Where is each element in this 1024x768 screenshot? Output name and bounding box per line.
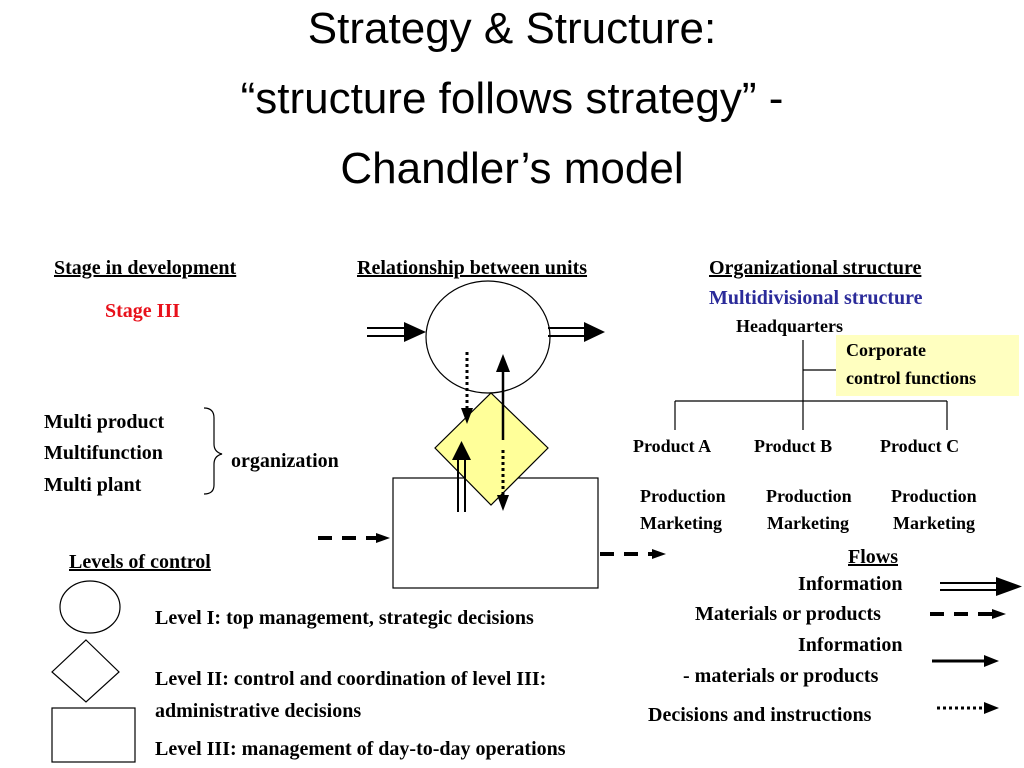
org-type-label: Multidivisional structure	[709, 287, 923, 309]
flow-label-information: Information	[798, 573, 903, 595]
legend-information-arrow	[940, 577, 1022, 596]
decisions-arrow-down	[461, 352, 473, 424]
stage-header: Stage in development	[54, 257, 237, 279]
corporate-label-line-2: control functions	[846, 368, 977, 388]
headquarters-label: Headquarters	[736, 316, 843, 336]
decisions-arrow-down-2	[497, 450, 509, 511]
materials-flow-in	[318, 533, 390, 543]
corporate-label-line-1: Corporate	[846, 340, 926, 360]
marketing-label: Marketing	[893, 513, 975, 533]
feature-item: Multi product	[44, 411, 165, 433]
marketing-label: Marketing	[640, 513, 722, 533]
level-3-text: Level III: management of day-to-day oper…	[155, 738, 566, 760]
flow-label-decisions: Decisions and instructions	[648, 704, 872, 726]
level-3-rectangle-icon	[51, 707, 136, 763]
levels-header: Levels of control	[69, 551, 211, 573]
product-c-label: Product C	[880, 436, 960, 456]
organization-label: organization	[231, 450, 339, 472]
level-1-text: Level I: top management, strategic decis…	[155, 607, 534, 629]
coordination-diamond	[434, 392, 549, 506]
level-2-text-cont: administrative decisions	[155, 700, 362, 722]
marketing-label: Marketing	[767, 513, 849, 533]
materials-flow-out	[600, 549, 666, 559]
top-management-ellipse	[425, 280, 551, 394]
feature-item: Multifunction	[44, 442, 163, 464]
information-flow-in	[367, 322, 426, 342]
title-line-1: Strategy & Structure:	[307, 4, 717, 53]
information-double-arrow-up	[452, 441, 471, 512]
legend-materials-arrow	[930, 609, 1006, 619]
information-flow-out	[548, 322, 605, 342]
flow-label-info-materials: - materials or products	[683, 665, 879, 687]
org-chart-lines	[674, 340, 948, 430]
production-label: Production	[891, 486, 977, 506]
level-1-ellipse-icon	[59, 580, 121, 634]
flow-label-information-2: Information	[798, 634, 903, 656]
legend-information-materials-arrow	[932, 655, 999, 667]
product-a-label: Product A	[633, 436, 712, 456]
title-line-2: “structure follows strategy” -	[240, 74, 784, 123]
flow-label-materials: Materials or products	[695, 603, 881, 625]
legend-decisions-arrow	[937, 702, 999, 714]
corporate-note	[836, 335, 1019, 396]
relationship-header: Relationship between units	[357, 257, 588, 279]
product-b-label: Product B	[754, 436, 833, 456]
information-arrow-up	[496, 354, 510, 440]
title-line-3: Chandler’s model	[340, 144, 684, 193]
feature-item: Multi plant	[44, 474, 142, 496]
level-2-text: Level II: control and coordination of le…	[155, 668, 547, 690]
stage-label: Stage III	[105, 300, 181, 322]
flows-header: Flows	[848, 546, 898, 568]
level-2-diamond-icon	[51, 639, 120, 703]
grouping-brace	[203, 407, 223, 495]
org-structure-header: Organizational structure	[709, 257, 922, 279]
production-label: Production	[640, 486, 726, 506]
production-label: Production	[766, 486, 852, 506]
